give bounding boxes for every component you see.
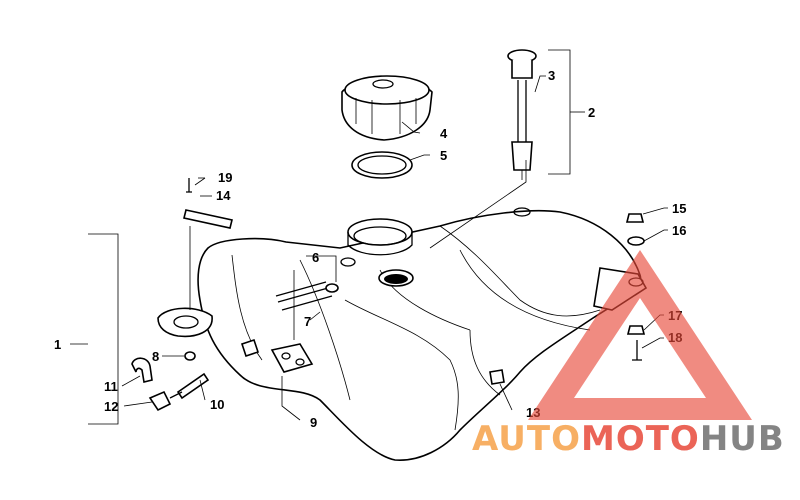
callout-12: 12 <box>104 399 118 414</box>
callout-19: 19 <box>218 170 232 185</box>
callout-2: 2 <box>588 105 595 120</box>
callout-1: 1 <box>54 337 61 352</box>
callout-5: 5 <box>440 148 447 163</box>
callout-4: 4 <box>440 126 448 141</box>
watermark-text: AUTOMOTOHUB <box>472 419 785 459</box>
callout-7: 7 <box>304 314 311 329</box>
callout-14: 14 <box>216 188 231 203</box>
fuel-gauge-sender <box>507 49 537 180</box>
warning-triangle-icon <box>528 250 752 420</box>
callout-9: 9 <box>310 415 317 430</box>
callout-6: 6 <box>312 250 319 265</box>
callout-11: 11 <box>104 379 118 394</box>
fuel-tank <box>157 207 648 461</box>
callout-3: 3 <box>548 68 555 83</box>
watermark-hub: HUB <box>700 419 785 459</box>
cap-gasket <box>351 151 413 179</box>
watermark-moto: MOTO <box>581 419 700 459</box>
callout-8: 8 <box>152 349 159 364</box>
callout-15: 15 <box>672 201 686 216</box>
callout-10: 10 <box>210 397 224 412</box>
leader-lines <box>70 49 668 425</box>
watermark-auto: AUTO <box>472 419 581 459</box>
hardware <box>131 178 646 412</box>
callout-16: 16 <box>672 223 686 238</box>
fuel-cap <box>341 75 433 141</box>
watermark-logo: AUTOMOTOHUB <box>472 250 785 459</box>
